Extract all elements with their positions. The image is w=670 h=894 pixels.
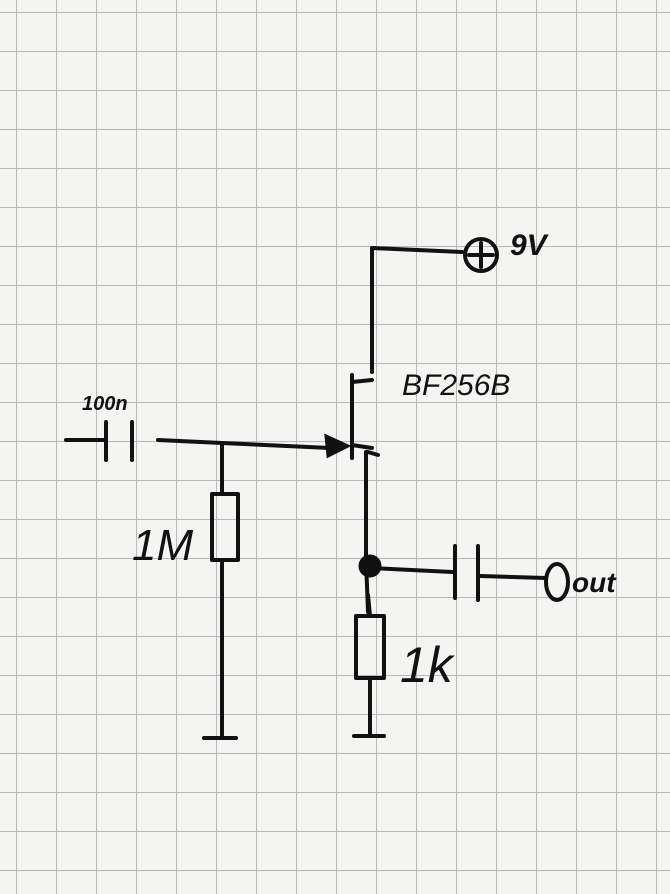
supply-terminal-plus-icon xyxy=(463,237,499,273)
source-resistor-top-lead xyxy=(366,593,372,618)
output-wire-left xyxy=(370,566,454,574)
gate-resistor-label: 1M xyxy=(132,521,193,570)
jfet-transistor-symbol xyxy=(350,373,380,460)
transistor-part-label: BF256B xyxy=(402,369,510,402)
source-wire xyxy=(364,450,370,614)
supply-voltage-label: 9V xyxy=(510,229,550,262)
gate-wire xyxy=(156,438,332,450)
source-resistor-body xyxy=(354,614,386,680)
source-junction-dot xyxy=(358,554,382,578)
input-capacitor-label: 100n xyxy=(82,393,128,415)
output-terminal-icon xyxy=(544,562,570,602)
output-wire-right xyxy=(478,574,548,580)
drain-supply-wire xyxy=(370,246,464,374)
gate-resistor-body xyxy=(210,492,240,562)
source-resistor-label: 1k xyxy=(400,637,456,693)
gate-arrow-icon xyxy=(324,433,352,459)
output-label: out xyxy=(572,567,617,598)
